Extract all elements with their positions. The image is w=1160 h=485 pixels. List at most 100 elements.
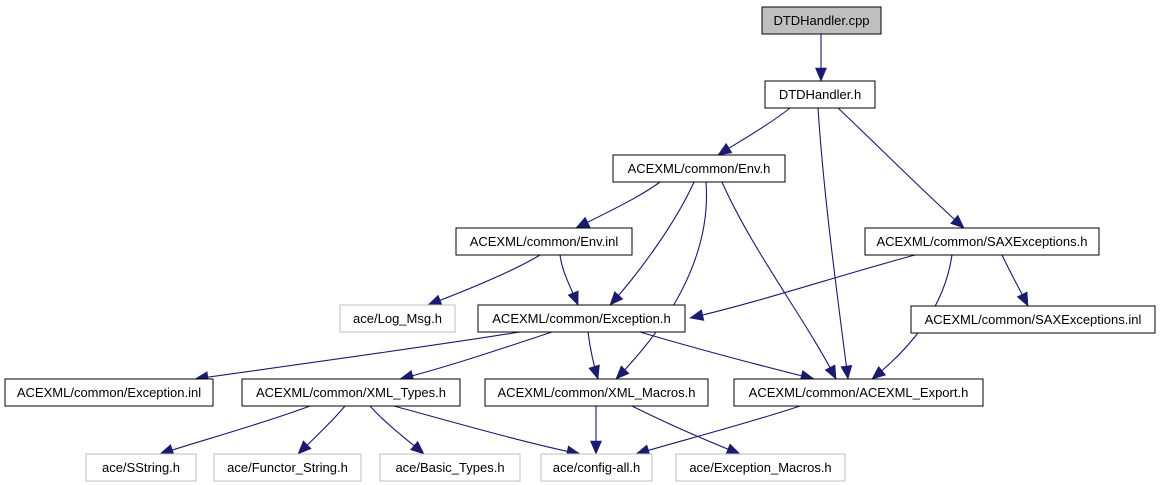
node-label: ACEXML/common/XML_Types.h <box>256 385 446 400</box>
graph-node-exception-macros-h[interactable]: ace/Exception_Macros.h <box>675 453 846 482</box>
node-label: ace/SString.h <box>102 460 180 475</box>
edge-line <box>631 405 741 455</box>
node-box[interactable] <box>241 378 461 407</box>
graph-node-saxexceptions-h[interactable]: ACEXML/common/SAXExceptions.h <box>864 227 1100 256</box>
edge-saxexceptions_h-to-exception_h <box>689 254 916 321</box>
graph-node-functor-string-h[interactable]: ace/Functor_String.h <box>213 453 362 482</box>
node-box[interactable] <box>213 453 362 482</box>
node-label: DTDHandler.h <box>779 87 861 102</box>
node-box[interactable] <box>733 378 984 407</box>
edge-arrowhead <box>824 364 837 380</box>
edge-arrowhead <box>950 214 965 229</box>
edge-arrowhead <box>297 440 312 455</box>
edge-line <box>639 331 815 380</box>
node-label: ACEXML/common/Exception.inl <box>17 385 201 400</box>
edge-dtdhandler_h-to-saxexceptions_h <box>837 107 965 229</box>
edge-line <box>399 331 553 380</box>
node-box[interactable] <box>339 304 456 333</box>
edge-acexml_export_h-to-config_all_h <box>635 405 801 456</box>
edge-env_h-to-acexml_export_h <box>721 181 837 380</box>
edge-xml_types_h-to-functor_string_h <box>297 405 346 455</box>
node-box[interactable] <box>4 378 214 407</box>
graph-node-exception-inl[interactable]: ACEXML/common/Exception.inl <box>4 378 214 407</box>
node-box[interactable] <box>761 6 882 35</box>
edge-env_h-to-exception_h <box>609 181 695 306</box>
graph-node-dtdhandler-h[interactable]: DTDHandler.h <box>764 80 876 109</box>
graph-node-config-all-h[interactable]: ace/config-all.h <box>540 453 653 482</box>
edge-arrowhead <box>717 142 733 156</box>
node-box[interactable] <box>864 227 1100 256</box>
edge-xml_types_h-to-basic_types_h <box>369 405 425 455</box>
edge-arrowhead <box>615 365 630 380</box>
node-label: ACEXML/common/XML_Macros.h <box>498 385 696 400</box>
node-label: ace/Functor_String.h <box>227 460 348 475</box>
edge-arrowhead <box>575 216 591 229</box>
edge-arrowhead <box>567 290 579 306</box>
graph-node-saxexceptions-inl[interactable]: ACEXML/common/SAXExceptions.inl <box>910 305 1156 334</box>
edge-line <box>635 405 801 455</box>
edge-exception_h-to-exception_inl <box>194 331 521 384</box>
node-box[interactable] <box>764 80 876 109</box>
graph-node-env-h[interactable]: ACEXML/common/Env.h <box>612 154 786 183</box>
node-box[interactable] <box>675 453 846 482</box>
edge-dtdhandler_h-to-acexml_export_h <box>817 107 853 380</box>
edge-env_inl-to-log_msg_h <box>427 254 541 306</box>
node-box[interactable] <box>455 227 633 256</box>
node-label: ACEXML/common/Exception.h <box>492 311 670 326</box>
node-label: ace/Exception_Macros.h <box>689 460 831 475</box>
edge-dtdhandler_cpp-to-dtdhandler_h <box>815 34 827 82</box>
edge-line <box>159 405 311 455</box>
edge-arrowhead <box>427 294 443 306</box>
node-box[interactable] <box>484 378 709 407</box>
edge-xml_macros_h-to-exception_macros_h <box>631 405 741 455</box>
edge-env_h-to-env_inl <box>575 181 661 229</box>
node-box[interactable] <box>477 304 686 333</box>
edge-line <box>194 331 521 380</box>
edge-dtdhandler_h-to-env_h <box>717 107 791 156</box>
node-box[interactable] <box>612 154 786 183</box>
node-box[interactable] <box>910 305 1156 334</box>
graph-node-sstring-h[interactable]: ace/SString.h <box>85 453 197 482</box>
node-label: ace/config-all.h <box>553 460 640 475</box>
graph-node-env-inl[interactable]: ACEXML/common/Env.inl <box>455 227 633 256</box>
node-box[interactable] <box>379 453 521 482</box>
edge-env_inl-to-exception_h <box>559 254 579 306</box>
node-label: ACEXML/common/ACEXML_Export.h <box>749 385 969 400</box>
graph-node-acexml-export-h[interactable]: ACEXML/common/ACEXML_Export.h <box>733 378 984 407</box>
graph-node-log-msg-h[interactable]: ace/Log_Msg.h <box>339 304 456 333</box>
node-label: ACEXML/common/Env.inl <box>470 234 619 249</box>
edge-line <box>609 181 695 306</box>
edge-arrowhead <box>871 366 887 380</box>
graph-node-basic-types-h[interactable]: ace/Basic_Types.h <box>379 453 521 482</box>
node-label: ACEXML/common/SAXExceptions.inl <box>925 312 1142 327</box>
edge-line <box>837 107 965 229</box>
edge-arrowhead <box>590 440 602 455</box>
node-label: ace/Log_Msg.h <box>353 311 442 326</box>
edge-env_h-to-xml_macros_h <box>615 181 708 380</box>
edge-line <box>575 181 661 229</box>
edge-arrowhead <box>588 364 600 380</box>
edge-xml_macros_h-to-config_all_h <box>590 405 602 455</box>
node-box[interactable] <box>85 453 197 482</box>
edge-saxexceptions_h-to-saxexceptions_inl <box>1001 254 1029 307</box>
graph-node-xml-types-h[interactable]: ACEXML/common/XML_Types.h <box>241 378 461 407</box>
graph-node-xml-macros-h[interactable]: ACEXML/common/XML_Macros.h <box>484 378 709 407</box>
edge-arrowhead <box>725 443 741 455</box>
nodes-layer: DTDHandler.cppDTDHandler.hACEXML/common/… <box>4 6 1156 482</box>
edge-line <box>721 181 837 380</box>
edge-exception_h-to-acexml_export_h <box>639 331 815 382</box>
edge-line <box>817 107 849 380</box>
edge-line <box>427 254 541 306</box>
edge-xml_types_h-to-sstring_h <box>159 405 311 456</box>
edges-layer <box>159 34 1029 458</box>
graph-node-dtdhandler-cpp[interactable]: DTDHandler.cpp <box>761 6 882 35</box>
edge-arrowhead <box>840 365 853 380</box>
edge-arrowhead <box>410 440 425 455</box>
node-label: ACEXML/common/Env.h <box>628 161 771 176</box>
edge-arrowhead <box>689 309 705 321</box>
node-box[interactable] <box>540 453 653 482</box>
node-label: DTDHandler.cpp <box>773 13 869 28</box>
graph-node-exception-h[interactable]: ACEXML/common/Exception.h <box>477 304 686 333</box>
